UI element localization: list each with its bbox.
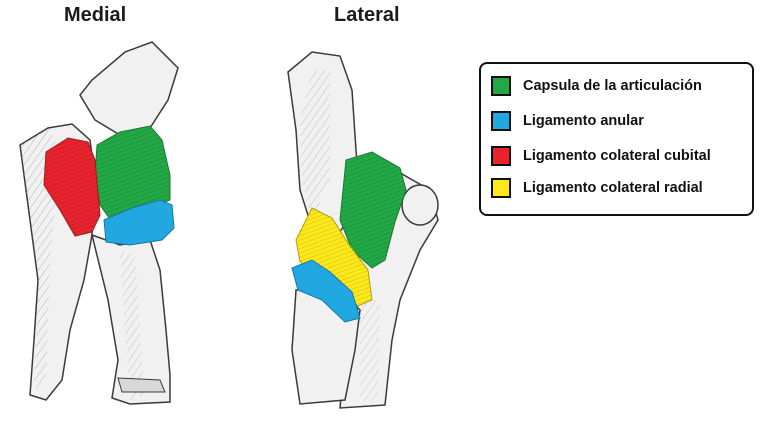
legend-label: Capsula de la articulación (523, 78, 702, 94)
legend-swatch-blue (491, 111, 511, 131)
legend-item-capsule: Capsula de la articulación (491, 76, 702, 96)
lateral-annular-ligament (291, 259, 361, 323)
legend-label: Ligamento anular (523, 113, 644, 129)
legend-item-annular: Ligamento anular (491, 111, 644, 131)
legend-label: Ligamento colateral cubital (523, 148, 711, 164)
lateral-elbow (287, 51, 439, 409)
legend-swatch-yellow (491, 178, 511, 198)
legend-swatch-green (491, 76, 511, 96)
medial-annular-ligament (103, 199, 175, 246)
legend-item-radial: Ligamento colateral radial (491, 178, 703, 198)
legend-item-ulnar: Ligamento colateral cubital (491, 146, 711, 166)
legend-box: Capsula de la articulación Ligamento anu… (479, 62, 754, 216)
medial-humerus (79, 41, 179, 136)
lateral-view-title: Lateral (334, 4, 400, 26)
legend-swatch-red (491, 146, 511, 166)
legend-label: Ligamento colateral radial (523, 180, 703, 196)
medial-elbow (19, 41, 179, 405)
medial-view-title: Medial (64, 4, 127, 26)
